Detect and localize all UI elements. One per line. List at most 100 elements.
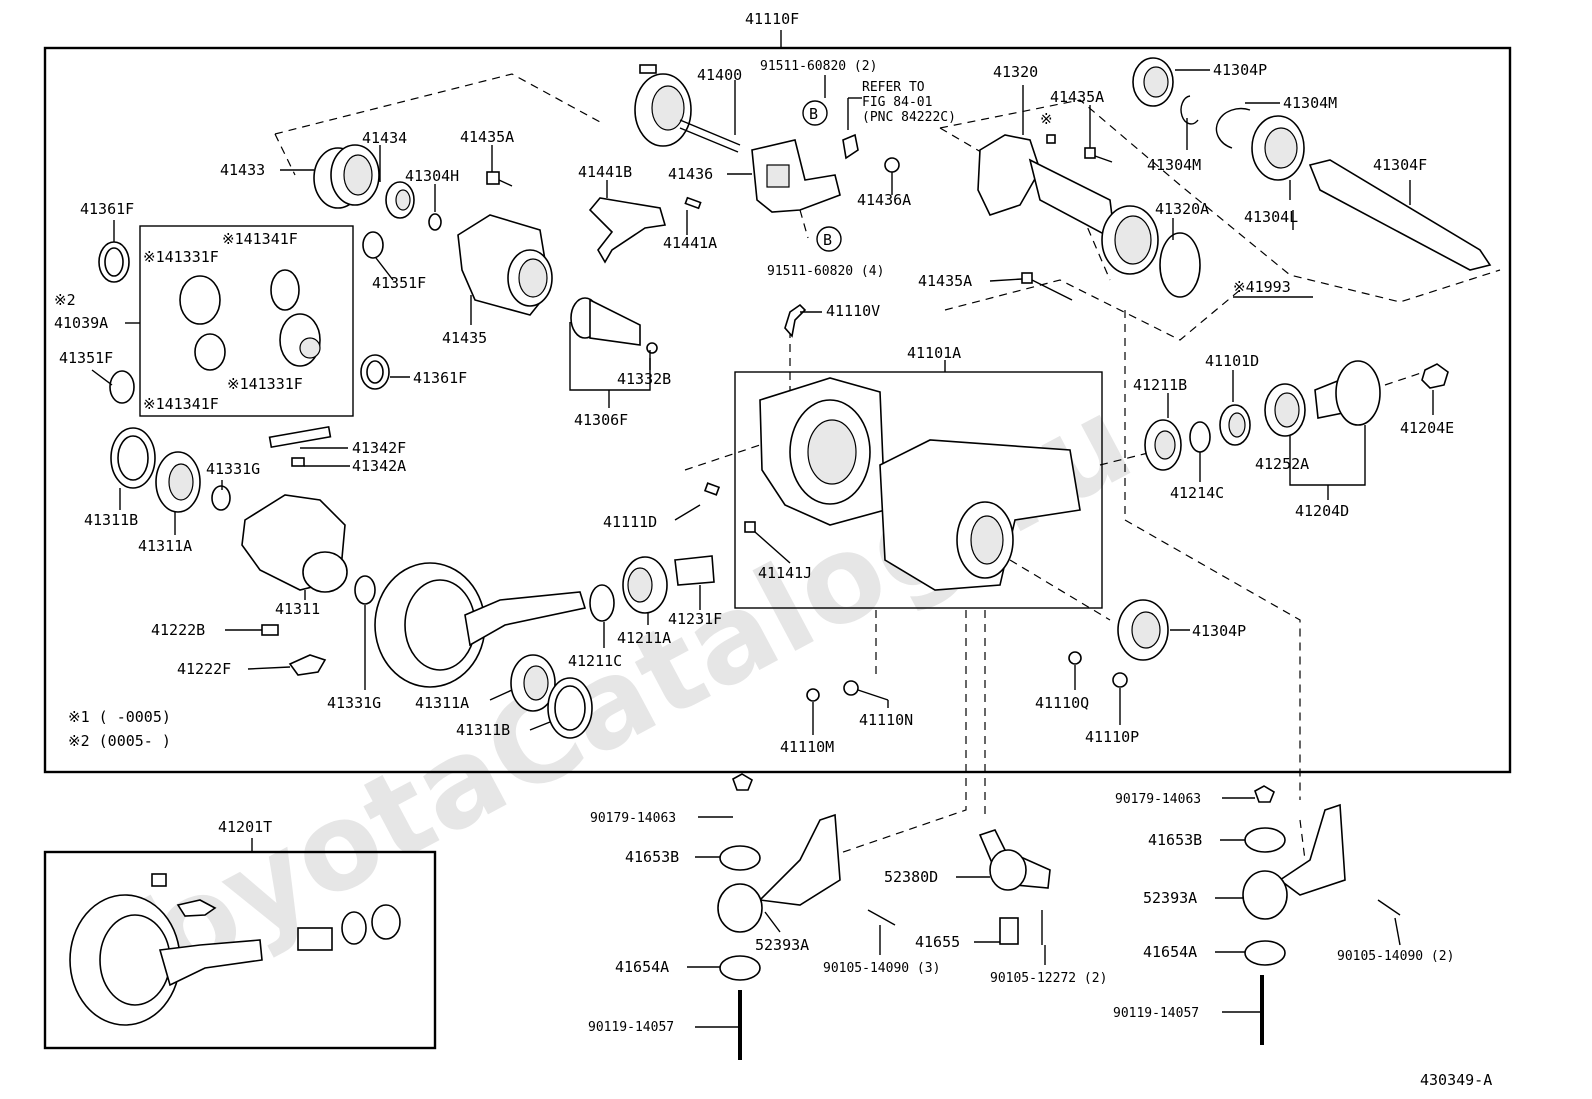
label-41211B: 41211B	[1133, 376, 1187, 394]
kit-bolt	[151, 873, 167, 887]
part-41141J	[744, 521, 756, 533]
part-41304H	[428, 213, 442, 231]
part-52393A-b	[1242, 803, 1346, 920]
part-41434	[385, 181, 415, 219]
label-41435: 41435	[442, 329, 487, 347]
label-41342F: 41342F	[352, 439, 406, 457]
label-41361F-a: 41361F	[80, 200, 134, 218]
label-41110Q: 41110Q	[1035, 694, 1089, 712]
label-141341F-b: ※141341F	[143, 395, 219, 413]
label-41361F-b: 41361F	[413, 369, 467, 387]
label-41222F: 41222F	[177, 660, 231, 678]
label-41993: ※41993	[1233, 278, 1291, 296]
part-41400	[634, 64, 741, 153]
label-41214C: 41214C	[1170, 484, 1224, 502]
label-x2-mark: ※2	[54, 291, 76, 309]
label-x1-mark: ※	[1040, 110, 1053, 128]
label-41434: 41434	[362, 129, 407, 147]
label-41111D: 41111D	[603, 513, 657, 531]
part-41653B-b	[1244, 827, 1286, 853]
part-41311B-b	[547, 677, 593, 739]
note-1: ※1 ( -0005)	[68, 708, 171, 726]
part-41311A-a	[155, 451, 201, 513]
part-41655	[999, 917, 1019, 945]
lower-frame-label: 41201T	[218, 818, 272, 836]
bolt-90105-c	[1377, 899, 1401, 916]
label-41304M-right: 41304M	[1283, 94, 1337, 112]
part-labels: 41400 91511-60820 (2) 41320 41435A ※ 413…	[54, 59, 1454, 1035]
label-41101D: 41101D	[1205, 352, 1259, 370]
part-41304L	[1251, 115, 1305, 181]
label-41304L: 41304L	[1244, 208, 1298, 226]
part-41433	[313, 144, 380, 209]
part-41211C	[589, 584, 615, 622]
label-90105-14090-2: 90105-14090 (2)	[1337, 949, 1454, 964]
part-52380D	[978, 829, 1051, 891]
label-41441B: 41441B	[578, 163, 632, 181]
part-41441B	[588, 197, 667, 264]
label-41304H: 41304H	[405, 167, 459, 185]
label-41304P-top: 41304P	[1213, 61, 1267, 79]
part-41342F	[268, 425, 332, 449]
ring-pinion-kit-frame	[43, 850, 437, 1050]
part-41110P	[1112, 672, 1128, 688]
label-52393A-a: 52393A	[755, 936, 809, 954]
label-41342A: 41342A	[352, 457, 406, 475]
part-41204D	[1314, 360, 1381, 426]
part-41306F	[570, 297, 658, 354]
part-41110N	[843, 680, 859, 696]
callout-b-bottom	[816, 226, 842, 252]
bolt-90105-a	[867, 909, 896, 926]
label-41311A-b: 41311A	[415, 694, 469, 712]
label-41039A: 41039A	[54, 314, 108, 332]
part-41320	[977, 134, 1159, 275]
label-90179-14063-b: 90179-14063	[1115, 792, 1201, 807]
label-41231F: 41231F	[668, 610, 722, 628]
part-41654A-a	[719, 955, 761, 981]
label-41110P: 41110P	[1085, 728, 1139, 746]
carrier-subassembly-box	[734, 371, 1103, 609]
label-41204D: 41204D	[1295, 502, 1349, 520]
part-41320A	[1159, 232, 1201, 298]
part-41211B	[1144, 419, 1182, 471]
part-ring-gear	[374, 562, 587, 688]
bolt-41435A-a	[486, 171, 500, 185]
part-41222B	[261, 624, 279, 636]
label-41252A: 41252A	[1255, 455, 1309, 473]
label-41435A-b: 41435A	[918, 272, 972, 290]
label-41441A: 41441A	[663, 234, 717, 252]
part-41436A	[884, 157, 900, 173]
label-141341F-a: ※141341F	[222, 230, 298, 248]
label-41204E: 41204E	[1400, 419, 1454, 437]
main-frame-label: 41110F	[745, 10, 799, 28]
refer-note-line3: (PNC 84222C)	[862, 110, 956, 125]
label-41211A: 41211A	[617, 629, 671, 647]
label-41101A: 41101A	[907, 344, 961, 362]
part-41222F	[288, 654, 327, 676]
bolt-41435A-b	[1021, 272, 1033, 284]
part-41204E	[1421, 363, 1449, 389]
label-41351F-b: 41351F	[59, 349, 113, 367]
label-41304F: 41304F	[1373, 156, 1427, 174]
label-41110N: 41110N	[859, 711, 913, 729]
label-41331G-b: 41331G	[327, 694, 381, 712]
label-91511-60820-4: 91511-60820 (4)	[767, 264, 884, 279]
part-41654A-b	[1244, 940, 1286, 966]
part-41351F-a	[362, 231, 384, 259]
nut-90179-b	[1254, 785, 1275, 803]
part-41304M-small	[1180, 95, 1199, 125]
part-41441A	[684, 196, 702, 210]
kit-washer	[341, 911, 367, 945]
label-90105-14090-3: 90105-14090 (3)	[823, 961, 940, 976]
part-41111D	[703, 482, 721, 496]
label-41110V: 41110V	[826, 302, 880, 320]
callout-b-top	[802, 100, 828, 126]
part-41110Q	[1068, 651, 1082, 665]
label-41222B: 41222B	[151, 621, 205, 639]
label-41400: 41400	[697, 66, 742, 84]
part-41252A	[1264, 383, 1306, 437]
label-41654A-a: 41654A	[615, 958, 669, 976]
note-2: ※2 (0005- )	[68, 732, 171, 750]
callout-b-bottom-text: B	[823, 231, 832, 249]
part-41110V	[784, 303, 807, 338]
